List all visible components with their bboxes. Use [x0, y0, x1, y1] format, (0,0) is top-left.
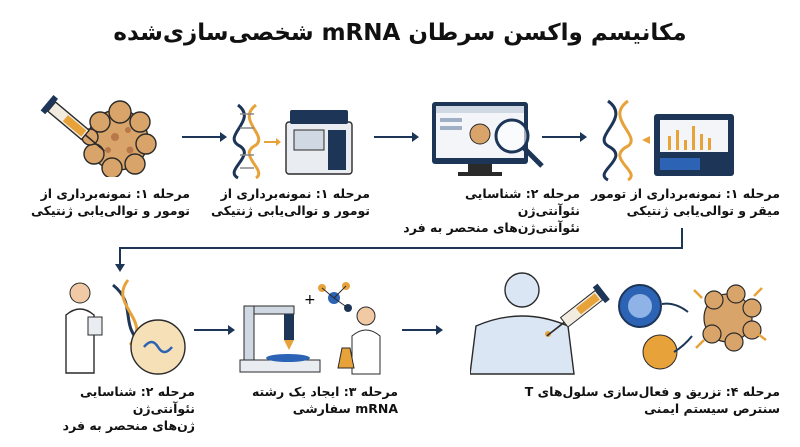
patient-injection-immune-illustration	[470, 268, 780, 376]
step-caption-5: مرحله ۲: شناسایی نئوآنتی‌ژن ژن‌های منحصر…	[62, 384, 195, 433]
arrow-1	[180, 130, 228, 144]
monitor-analysis-illustration	[428, 98, 548, 180]
arrow-4	[192, 323, 236, 337]
dna-sequencer-graph-illustration	[598, 96, 738, 182]
step-caption-1: مرحله ۱: نمونه‌برداری از تومور و توالی‌ی…	[30, 186, 190, 218]
lab-synthesis-illustration: +	[238, 276, 398, 376]
step-caption-4: مرحله ۱: نمونه‌برداری از تومور میقر و تو…	[590, 186, 780, 218]
step-caption-2: مرحله ۱: نمونه‌برداری از تومور و توالی‌ی…	[210, 186, 370, 218]
dna-sequencer-illustration	[228, 100, 358, 180]
arrow-5	[400, 323, 444, 337]
arrow-2	[372, 130, 420, 144]
step-caption-6: مرحله ۳: ایجاد یک رشته mRNA سفارشی	[251, 384, 398, 416]
syringe-tumor-illustration	[40, 92, 170, 177]
row-connector-arrow	[112, 226, 686, 274]
svg-text:+: +	[304, 292, 316, 308]
arrow-3	[540, 130, 588, 144]
step-caption-7: مرحله ۴: تزریق و فعال‌سازی سلول‌های T سن…	[524, 384, 780, 416]
scientist-dna-cell-illustration	[58, 275, 193, 375]
diagram-title: مکانیسم واکسن سرطان mRNA شخصی‌سازی‌شده	[113, 20, 687, 46]
step-caption-3: مرحله ۲: شناسایی نئوآنتی‌ژن نئوآنتی‌ژن‌ه…	[403, 186, 580, 235]
